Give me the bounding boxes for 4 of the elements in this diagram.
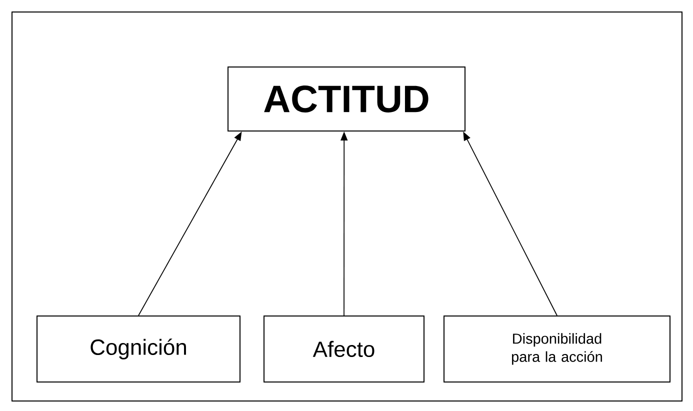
- factor-box: Afecto: [264, 315, 424, 382]
- factor-box: Disponibilidad para la acción: [444, 315, 670, 382]
- title-box: ACTITUD: [228, 66, 466, 132]
- factor-box: Cognición: [36, 315, 240, 382]
